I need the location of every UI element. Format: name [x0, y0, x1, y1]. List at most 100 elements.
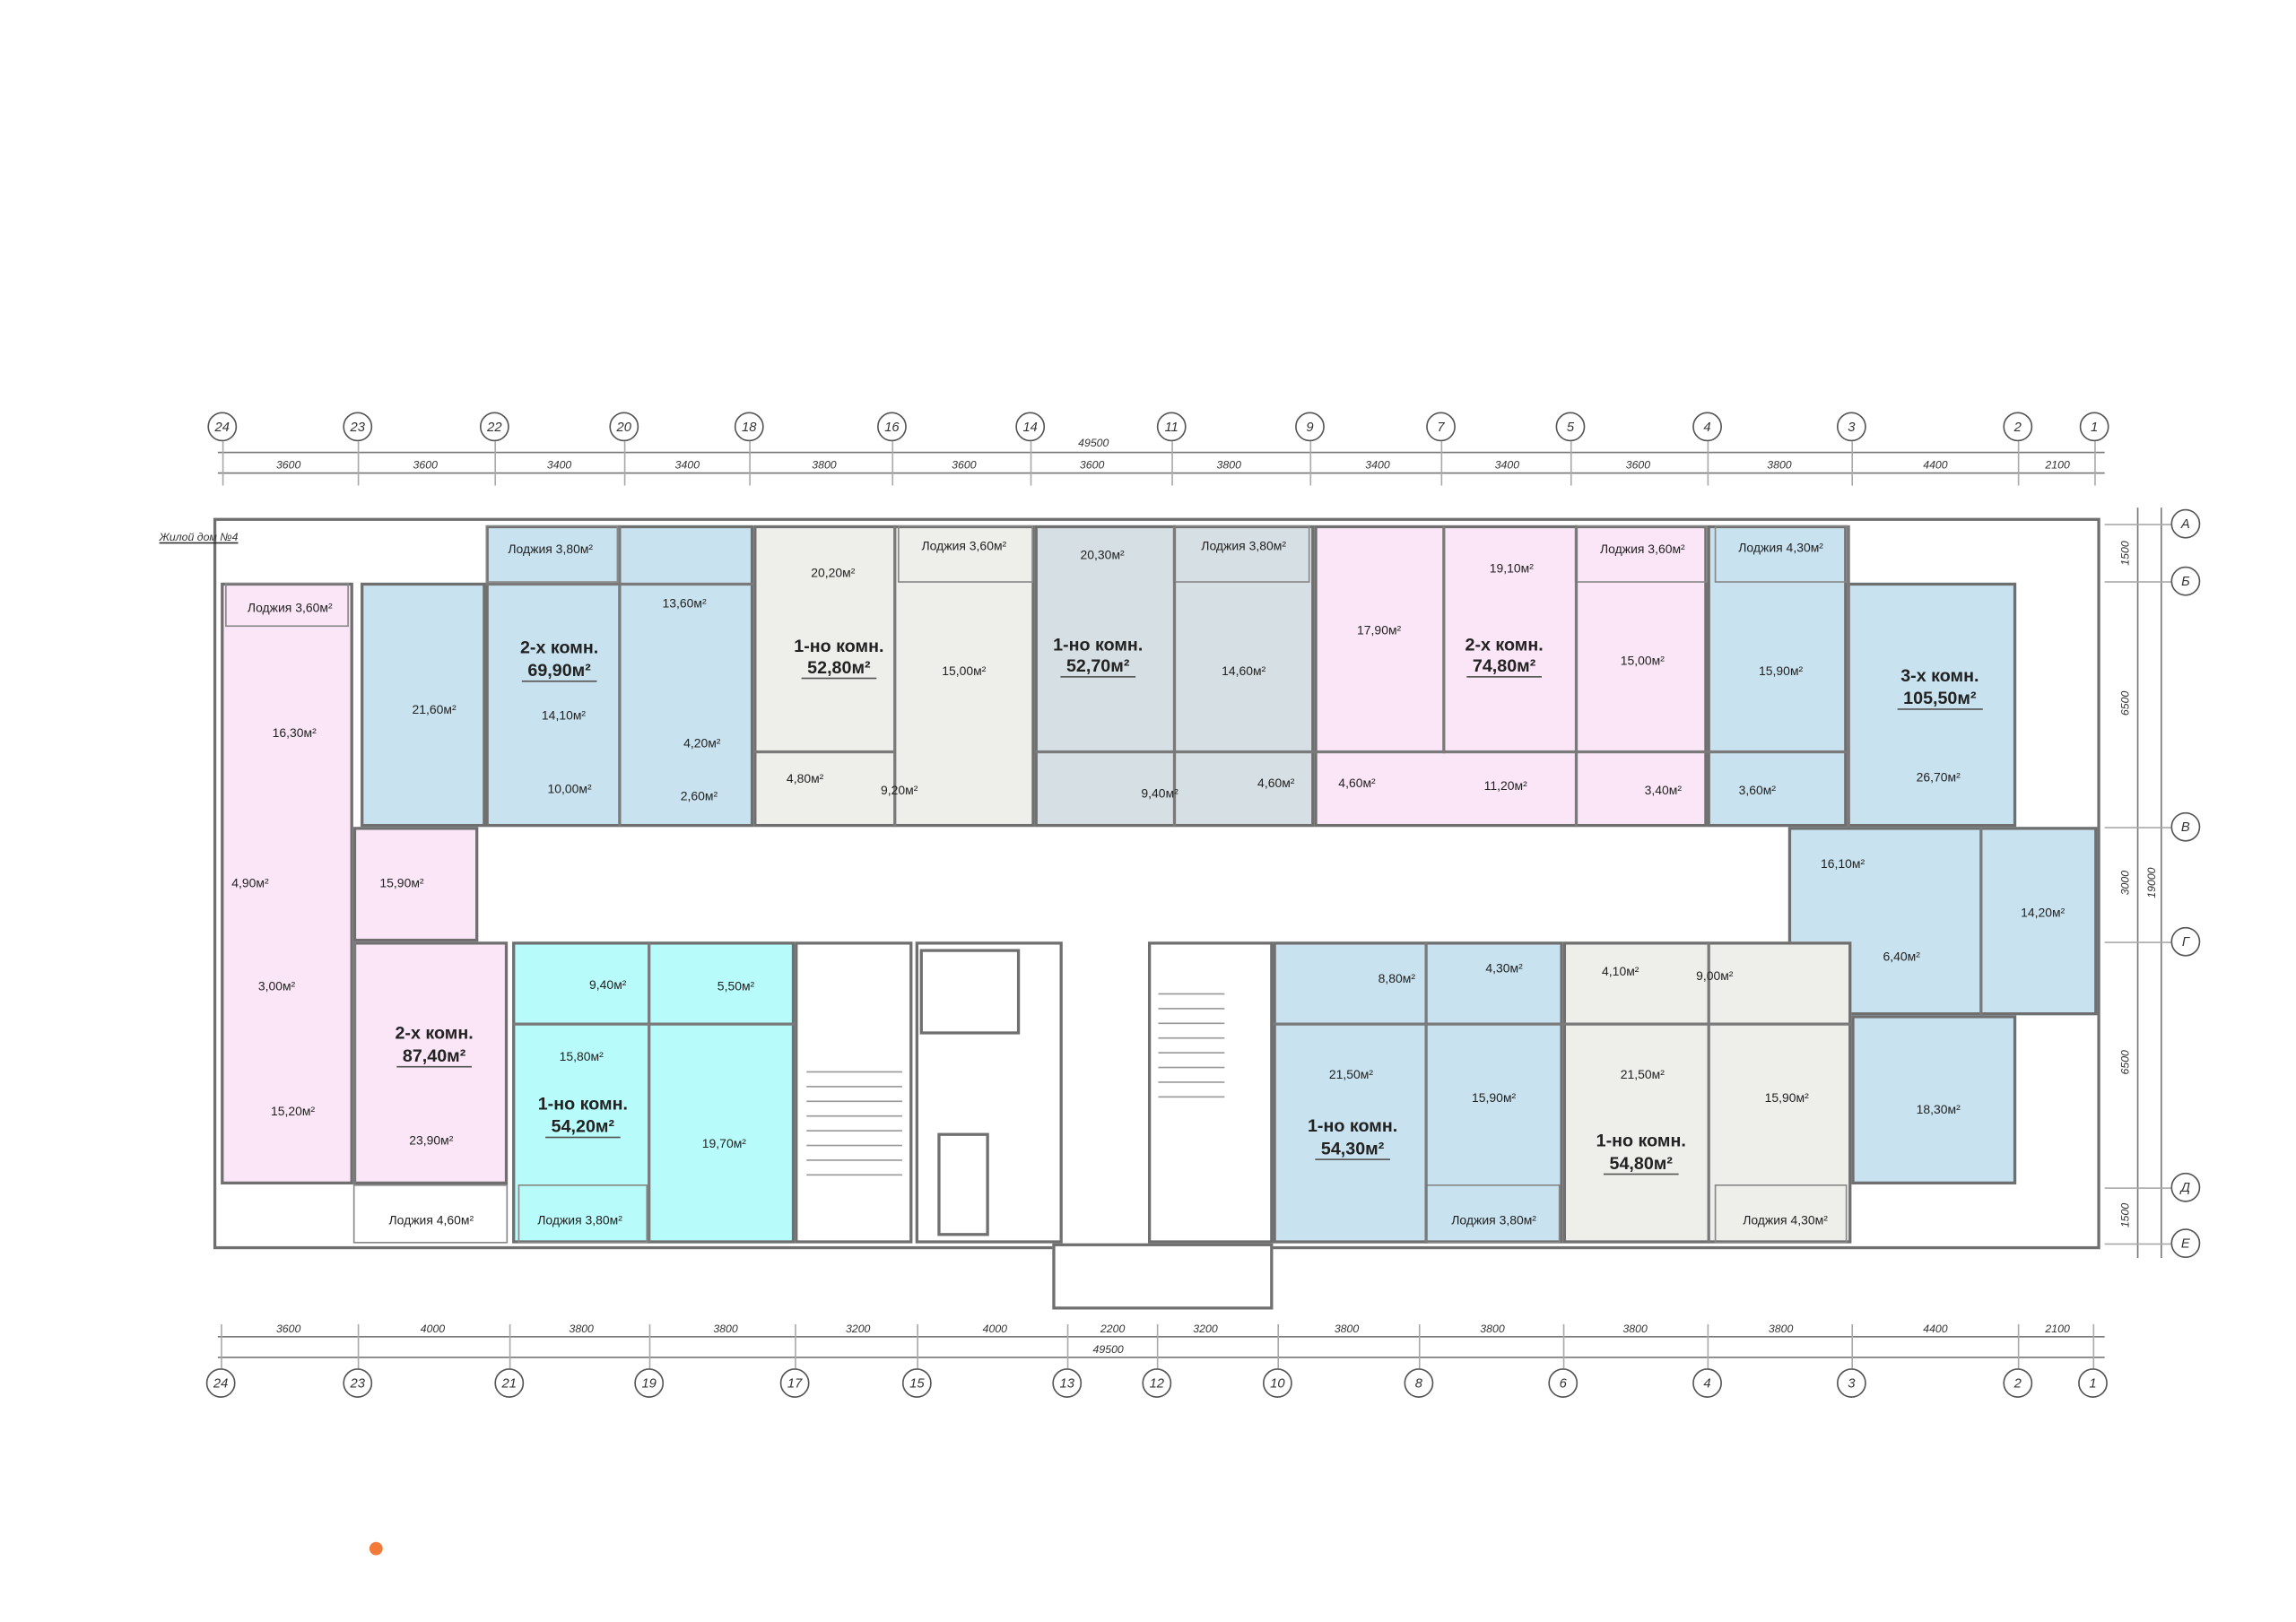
loggia-label: Лоджия 3,60м² [247, 600, 333, 615]
dimension-top: 3800 [812, 458, 837, 472]
partition-wall [1562, 1022, 1852, 1026]
axis-marker-top: 7 [1426, 412, 1456, 442]
apartment-type-label[interactable]: 1-но комн. [537, 1093, 628, 1115]
dimension-bottom: 4400 [1923, 1322, 1948, 1336]
apartment-total-area[interactable]: 54,30м² [1315, 1138, 1390, 1160]
apartment-total-area[interactable]: 54,80м² [1603, 1153, 1679, 1175]
apartment-total-area[interactable]: 87,40м² [396, 1045, 472, 1068]
axis-marker-top: 14 [1015, 412, 1046, 442]
partition-wall [648, 941, 651, 1244]
apartment-type-label[interactable]: 1-но комн. [1307, 1115, 1398, 1136]
axis-gridline [1707, 441, 1709, 486]
room-area-label: 9,00м² [1696, 967, 1734, 984]
dimension-bottom: 4000 [982, 1322, 1008, 1336]
axis-marker-top: 18 [734, 412, 764, 442]
axis-gridline [2094, 441, 2096, 486]
axis-marker-bottom: 13 [1052, 1368, 1083, 1398]
room-area-label: 15,00м² [942, 664, 987, 679]
apartment-7-area [1273, 941, 1563, 1244]
axis-gridline [221, 1323, 222, 1369]
axis-gridline [357, 441, 360, 486]
axis-gridline [2104, 1243, 2171, 1245]
axis-marker-top: 5 [1555, 412, 1586, 442]
axis-gridline [1570, 441, 1572, 486]
axis-gridline [1030, 441, 1032, 486]
axis-marker-right: Б [2170, 566, 2201, 596]
axis-gridline [749, 441, 751, 486]
partition-wall [1707, 750, 1848, 754]
axis-marker-top: 1 [2079, 412, 2109, 442]
apartment-type-label[interactable]: 3-х комн. [1900, 664, 1979, 686]
apartment-total-area[interactable]: 52,70м² [1060, 655, 1135, 678]
axis-marker-right: Г [2170, 926, 2201, 957]
dimension-top: 3400 [674, 458, 700, 472]
axis-marker-top: 9 [1295, 412, 1325, 442]
apartment-0-area [221, 582, 353, 1185]
dimension-top: 3400 [1365, 458, 1390, 472]
loggia-label: Лоджия 3,80м² [508, 541, 594, 557]
dimension-right: 1500 [2118, 1202, 2132, 1228]
dim-line-top [217, 451, 2105, 454]
loggia-label: Лоджия 3,80м² [537, 1212, 622, 1227]
room-area-label: 15,90м² [379, 875, 424, 890]
apartment-total-area[interactable]: 105,50м² [1897, 688, 1983, 710]
room-area-label: 15,80м² [559, 1049, 604, 1064]
partition-wall [1172, 525, 1177, 828]
apartment-type-label[interactable]: 2-х комн. [395, 1022, 474, 1044]
partition-wall [618, 525, 622, 828]
stair-step [1158, 1052, 1225, 1054]
axis-gridline [1562, 1323, 1565, 1369]
apartment-total-area[interactable]: 52,80м² [801, 657, 877, 680]
axis-gridline [2104, 1187, 2171, 1189]
room-area-label: 18,30м² [1916, 1102, 1961, 1117]
dimension-total-bottom: 49500 [1092, 1342, 1124, 1357]
axis-gridline [1277, 1323, 1280, 1369]
axis-marker-top: 20 [609, 412, 639, 442]
partition-wall [1314, 750, 1708, 754]
stair-step [806, 1159, 902, 1161]
apartment-type-label[interactable]: 1-но комн. [1596, 1130, 1686, 1151]
apartment-type-label[interactable]: 1-но комн. [794, 635, 884, 656]
loggia [352, 1184, 509, 1244]
axis-marker-right: В [2170, 811, 2201, 842]
apartment-type-label[interactable]: 2-х комн. [519, 637, 599, 658]
partition-wall [352, 941, 357, 1185]
dimension-bottom: 3800 [713, 1322, 738, 1336]
partition-wall [1574, 525, 1578, 828]
axis-marker-bottom: 23 [343, 1368, 373, 1398]
stair-step [1158, 993, 1225, 995]
room-area-label: 4,20м² [683, 735, 721, 750]
stair-step [806, 1086, 902, 1088]
axis-marker-right: Д [2170, 1172, 2201, 1202]
apartment-total-area[interactable]: 69,90м² [521, 660, 597, 682]
dimension-bottom: 3200 [1193, 1322, 1218, 1336]
dimension-top: 3600 [1625, 458, 1651, 472]
loggia-label: Лоджия 3,80м² [1201, 538, 1286, 554]
stair-step [806, 1071, 902, 1073]
axis-marker-bottom: 2 [2003, 1368, 2033, 1398]
axis-gridline [2104, 827, 2171, 828]
entrance-porch [1052, 1243, 1274, 1310]
dimension-bottom: 2200 [1100, 1322, 1126, 1336]
axis-marker-top: 16 [877, 412, 907, 442]
room-area-label: 11,20м² [1483, 778, 1527, 794]
axis-marker-top: 24 [207, 412, 238, 442]
dimension-top: 3600 [952, 458, 977, 472]
apartment-total-area[interactable]: 74,80м² [1466, 655, 1542, 678]
dimension-total-right: 19000 [2144, 867, 2159, 898]
room-area-label: 4,10м² [1602, 963, 1639, 979]
axis-gridline [1851, 441, 1854, 486]
axis-gridline [2092, 1323, 2095, 1369]
loggia [485, 525, 619, 583]
loggia-label: Лоджия 3,60м² [1600, 541, 1685, 557]
loggia [1714, 525, 1848, 583]
room-area-label: 4,60м² [1257, 775, 1295, 791]
apartment-type-label[interactable]: 1-но комн. [1053, 634, 1144, 655]
apartment-total-area[interactable]: 54,20м² [545, 1116, 621, 1139]
dimension-top: 3600 [1079, 458, 1105, 472]
axis-marker-bottom: 8 [1404, 1368, 1434, 1398]
dimension-total-top: 49500 [1078, 436, 1109, 450]
room-area-label: 5,50м² [717, 978, 755, 993]
loggia [1172, 525, 1310, 583]
apartment-type-label[interactable]: 2-х комн. [1465, 634, 1544, 655]
